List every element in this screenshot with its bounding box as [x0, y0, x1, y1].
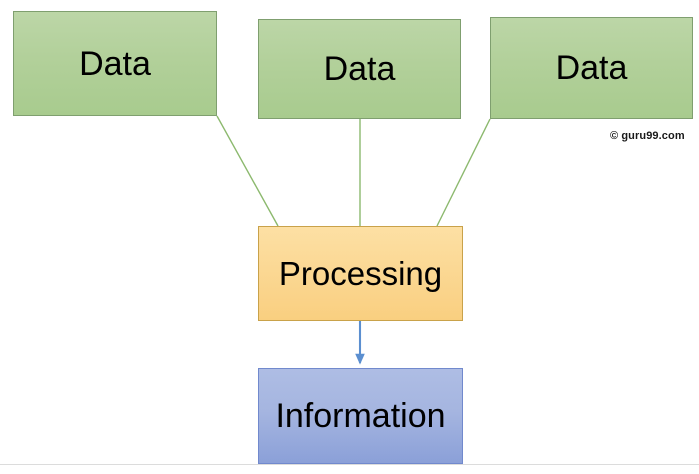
node-processing-label: Processing	[278, 255, 443, 292]
node-data-2-label: Data	[323, 50, 396, 88]
node-data-3-label: Data	[555, 49, 628, 87]
bottom-divider	[0, 464, 699, 465]
node-data-1[interactable]: Data	[13, 11, 217, 116]
node-data-3[interactable]: Data	[490, 17, 693, 119]
node-information[interactable]: Information	[258, 368, 463, 464]
watermark-label: © guru99.com	[610, 130, 685, 142]
node-data-1-label: Data	[79, 44, 151, 83]
node-processing[interactable]: Processing	[258, 226, 463, 321]
connector-data1-processing	[216, 115, 279, 227]
node-data-2[interactable]: Data	[258, 19, 461, 119]
connector-data3-processing	[436, 118, 491, 227]
node-information-label: Information	[275, 397, 446, 435]
